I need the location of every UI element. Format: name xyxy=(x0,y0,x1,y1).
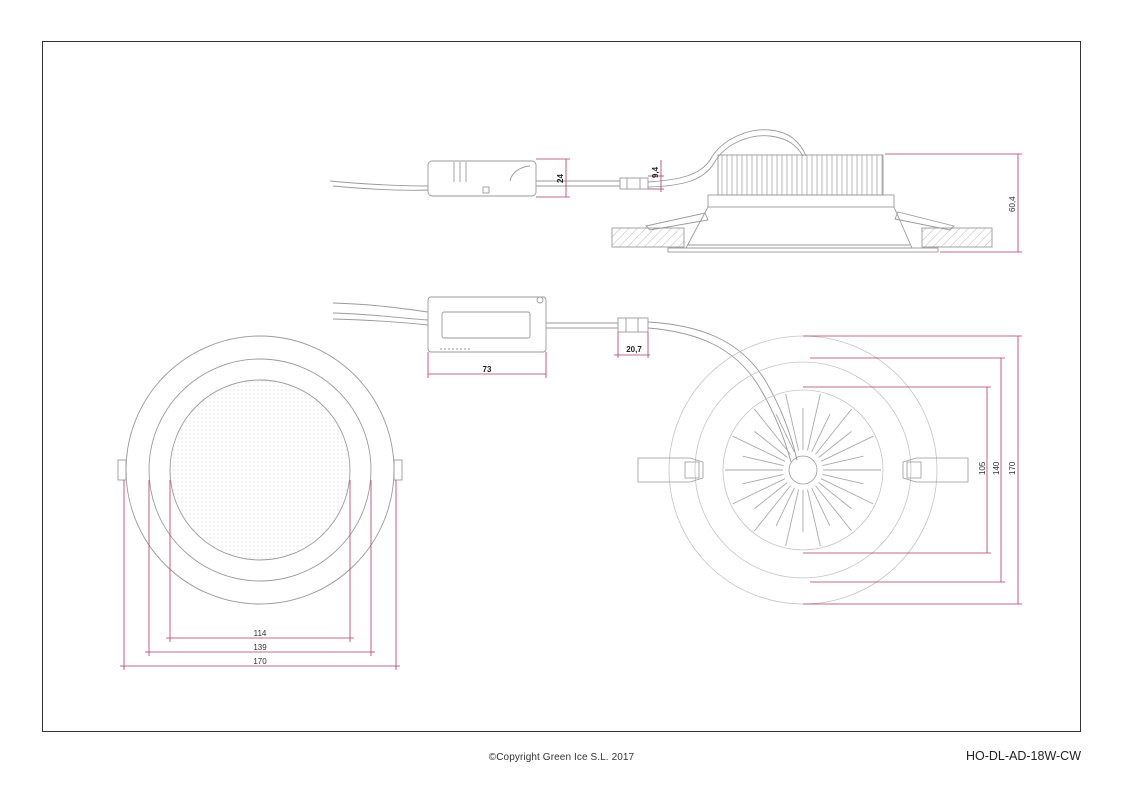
side-view xyxy=(329,129,993,253)
dim-back-outer: 170 xyxy=(1008,461,1017,475)
heatsink-rib xyxy=(818,430,852,458)
dim-connector-height: 9,4 xyxy=(651,166,660,178)
heatsink-rib xyxy=(815,485,852,532)
model-code: HO-DL-AD-18W-CW xyxy=(965,749,1081,763)
heatsink-rib xyxy=(822,455,864,466)
dim-front-outer: 170 xyxy=(253,657,267,666)
dim-connector-length: 20,7 xyxy=(626,345,642,354)
driver-dimensions xyxy=(427,332,650,378)
copyright-text: ©Copyright Green Ice S.L. 2017 xyxy=(488,752,635,763)
front-diffuser xyxy=(169,379,351,561)
heatsink-rib xyxy=(811,413,831,453)
heatsink-rib xyxy=(754,408,791,455)
heatsink-rib xyxy=(775,413,795,453)
front-view xyxy=(117,335,403,605)
heatsink-rib xyxy=(818,482,852,510)
heatsink-rib xyxy=(807,489,821,547)
heatsink-rib xyxy=(785,489,799,547)
heatsink-rib xyxy=(820,435,874,462)
heatsink-rib xyxy=(754,482,788,510)
back-view xyxy=(637,335,969,605)
dim-back-inner: 105 xyxy=(978,461,987,475)
heatsink-rib xyxy=(754,430,788,458)
dim-back-mid: 140 xyxy=(992,461,1001,475)
heatsink xyxy=(717,154,884,196)
ceiling-right xyxy=(921,227,993,248)
heatsink-rib xyxy=(742,474,784,485)
back-outer-ring xyxy=(668,335,938,605)
heatsink-rib xyxy=(811,487,831,527)
heatsink-rib xyxy=(820,478,874,505)
heatsink-rib xyxy=(785,393,799,451)
driver-top-view xyxy=(332,296,798,463)
heatsink-rib xyxy=(775,487,795,527)
front-dimensions xyxy=(120,480,400,670)
side-dimensions xyxy=(536,153,1022,253)
heatsink-rib xyxy=(732,435,786,462)
ceiling-left xyxy=(611,227,685,248)
driver-side xyxy=(427,160,537,197)
back-dimensions xyxy=(803,335,1022,605)
dim-front-inner: 114 xyxy=(254,629,267,638)
connector-top xyxy=(617,317,649,333)
dim-lamp-height: 60,4 xyxy=(1008,196,1017,212)
heatsink-rib xyxy=(754,485,791,532)
heatsink-rib xyxy=(822,474,864,485)
lamp-body-side xyxy=(685,206,913,249)
dim-driver-height: 24 xyxy=(556,174,565,183)
heatsink-rib xyxy=(807,393,821,451)
dim-driver-length: 73 xyxy=(483,365,492,374)
drawing-frame xyxy=(42,41,1081,732)
driver-top xyxy=(427,296,547,353)
heatsink-rib xyxy=(815,408,852,455)
connector-side xyxy=(619,177,649,190)
heatsink-rib xyxy=(742,455,784,466)
heatsink-rib xyxy=(732,478,786,505)
dim-front-mid: 139 xyxy=(253,643,267,652)
